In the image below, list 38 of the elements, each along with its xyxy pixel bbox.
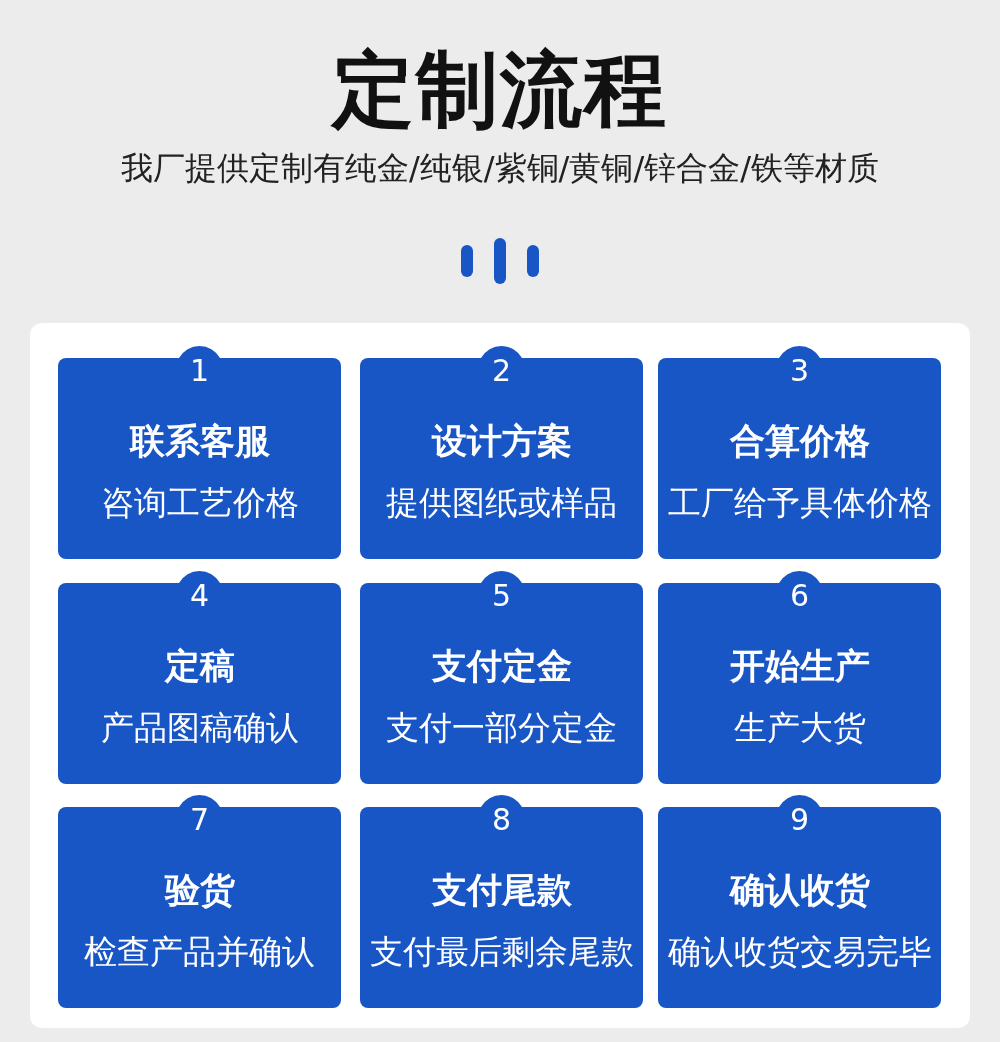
step-card <box>58 795 341 1008</box>
step-title: 合算价格 <box>728 420 871 462</box>
step-number: 5 <box>490 579 513 613</box>
step-title: 联系客服 <box>128 420 271 462</box>
step-number: 7 <box>188 803 211 837</box>
step-card <box>58 346 341 559</box>
step-title: 开始生产 <box>728 645 871 687</box>
step-description: 产品图稿确认 <box>99 707 300 749</box>
step-card <box>658 795 941 1008</box>
step-card <box>360 571 643 784</box>
step-title: 设计方案 <box>430 420 573 462</box>
step-title: 支付定金 <box>430 645 573 687</box>
step-card <box>360 795 643 1008</box>
step-number: 9 <box>788 803 811 837</box>
step-card <box>658 346 941 559</box>
step-title: 支付尾款 <box>430 869 573 911</box>
step-description: 支付一部分定金 <box>385 707 618 749</box>
step-number: 8 <box>490 803 513 837</box>
step-description: 检查产品并确认 <box>83 931 316 973</box>
step-number: 3 <box>788 354 811 388</box>
step-number: 1 <box>188 354 211 388</box>
step-number: 4 <box>188 579 211 613</box>
page-title: 定制流程 <box>329 41 669 139</box>
step-card <box>658 571 941 784</box>
step-description: 工厂给予具体价格 <box>666 482 933 524</box>
step-number: 6 <box>788 579 811 613</box>
step-title: 验货 <box>163 869 236 911</box>
step-description: 确认收货交易完毕 <box>666 931 933 973</box>
step-card <box>58 571 341 784</box>
step-description: 支付最后剩余尾款 <box>368 931 635 973</box>
step-description: 生产大货 <box>732 707 867 749</box>
subtitle-text: 我厂提供定制有纯金/纯银/紫铜/黄铜/锌合金/铁等材质 <box>120 148 880 188</box>
step-title: 定稿 <box>163 645 236 687</box>
step-number: 2 <box>490 354 513 388</box>
step-card <box>360 346 643 559</box>
step-description: 提供图纸或样品 <box>385 482 618 524</box>
step-description: 咨询工艺价格 <box>99 482 300 524</box>
step-title: 确认收货 <box>728 869 871 911</box>
